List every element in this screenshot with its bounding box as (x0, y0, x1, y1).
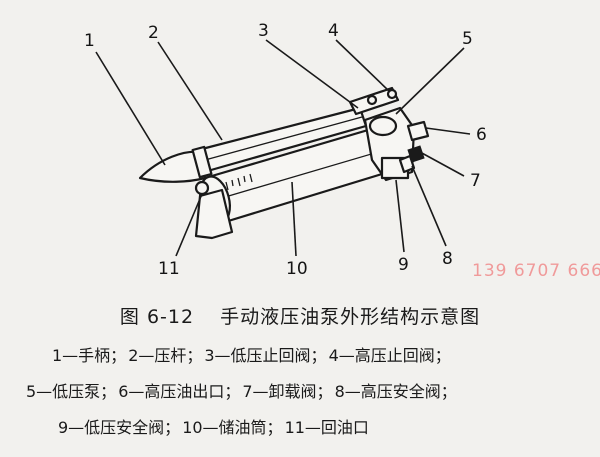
legend-item: 6—高压油出口； (118, 382, 241, 401)
callout-7: 7 (470, 171, 481, 191)
legend-item: 8—高压安全阀； (334, 382, 457, 401)
callout-4: 4 (328, 21, 339, 41)
legend-line-2: 5—低压泵；6—高压油出口；7—卸载阀；8—高压安全阀； (0, 378, 600, 402)
front-stand (194, 188, 234, 240)
reservoir-seam (214, 149, 386, 201)
callout-11: 11 (158, 259, 180, 279)
leader-lines (95, 39, 471, 257)
legend-item: 10—储油筒； (182, 418, 283, 437)
return-port (194, 180, 210, 196)
callout-6: 6 (476, 125, 487, 145)
callout-3: 3 (258, 21, 269, 41)
legend-item: 3—低压止回阀； (204, 346, 327, 365)
legend-item: 1—手柄； (52, 346, 127, 365)
outlet-fitting (406, 120, 430, 142)
linkage-pin-1 (366, 94, 378, 106)
callout-9: 9 (398, 255, 409, 275)
legend-item: 11—回油口 (284, 418, 369, 437)
figure-number: 图 6-12 (119, 306, 195, 328)
safety-valve (398, 154, 416, 174)
hydraulic-pump-diagram: 1 2 3 4 5 6 7 8 9 10 11 139 6707 6667 (84, 21, 600, 281)
figure-title: 手动液压油泵外形结构示意图 (220, 306, 481, 328)
figure-caption: 图 6-12 手动液压油泵外形结构示意图 (0, 302, 600, 329)
legend-item: 4—高压止回阀； (328, 346, 451, 365)
legend-item: 2—压杆； (128, 346, 203, 365)
legend-item: 7—卸载阀； (242, 382, 333, 401)
legend-line-3: 9—低压安全阀；10—储油筒；11—回油口 (0, 414, 600, 438)
legend-item: 9—低压安全阀； (58, 418, 181, 437)
callout-2: 2 (148, 23, 159, 43)
lever-line (204, 116, 363, 161)
callout-8: 8 (442, 249, 453, 269)
callout-5: 5 (462, 29, 473, 49)
legend-line-1: 1—手柄；2—压杆；3—低压止回阀；4—高压止回阀； (0, 342, 600, 366)
low-pressure-pump-ring (368, 115, 398, 137)
callout-10: 10 (286, 259, 308, 279)
gauge-scale (225, 173, 253, 191)
callout-1: 1 (84, 31, 95, 51)
watermark-phone: 139 6707 6667 (472, 261, 600, 281)
lever-clamp (191, 145, 213, 179)
legend-item: 5—低压泵； (26, 382, 117, 401)
